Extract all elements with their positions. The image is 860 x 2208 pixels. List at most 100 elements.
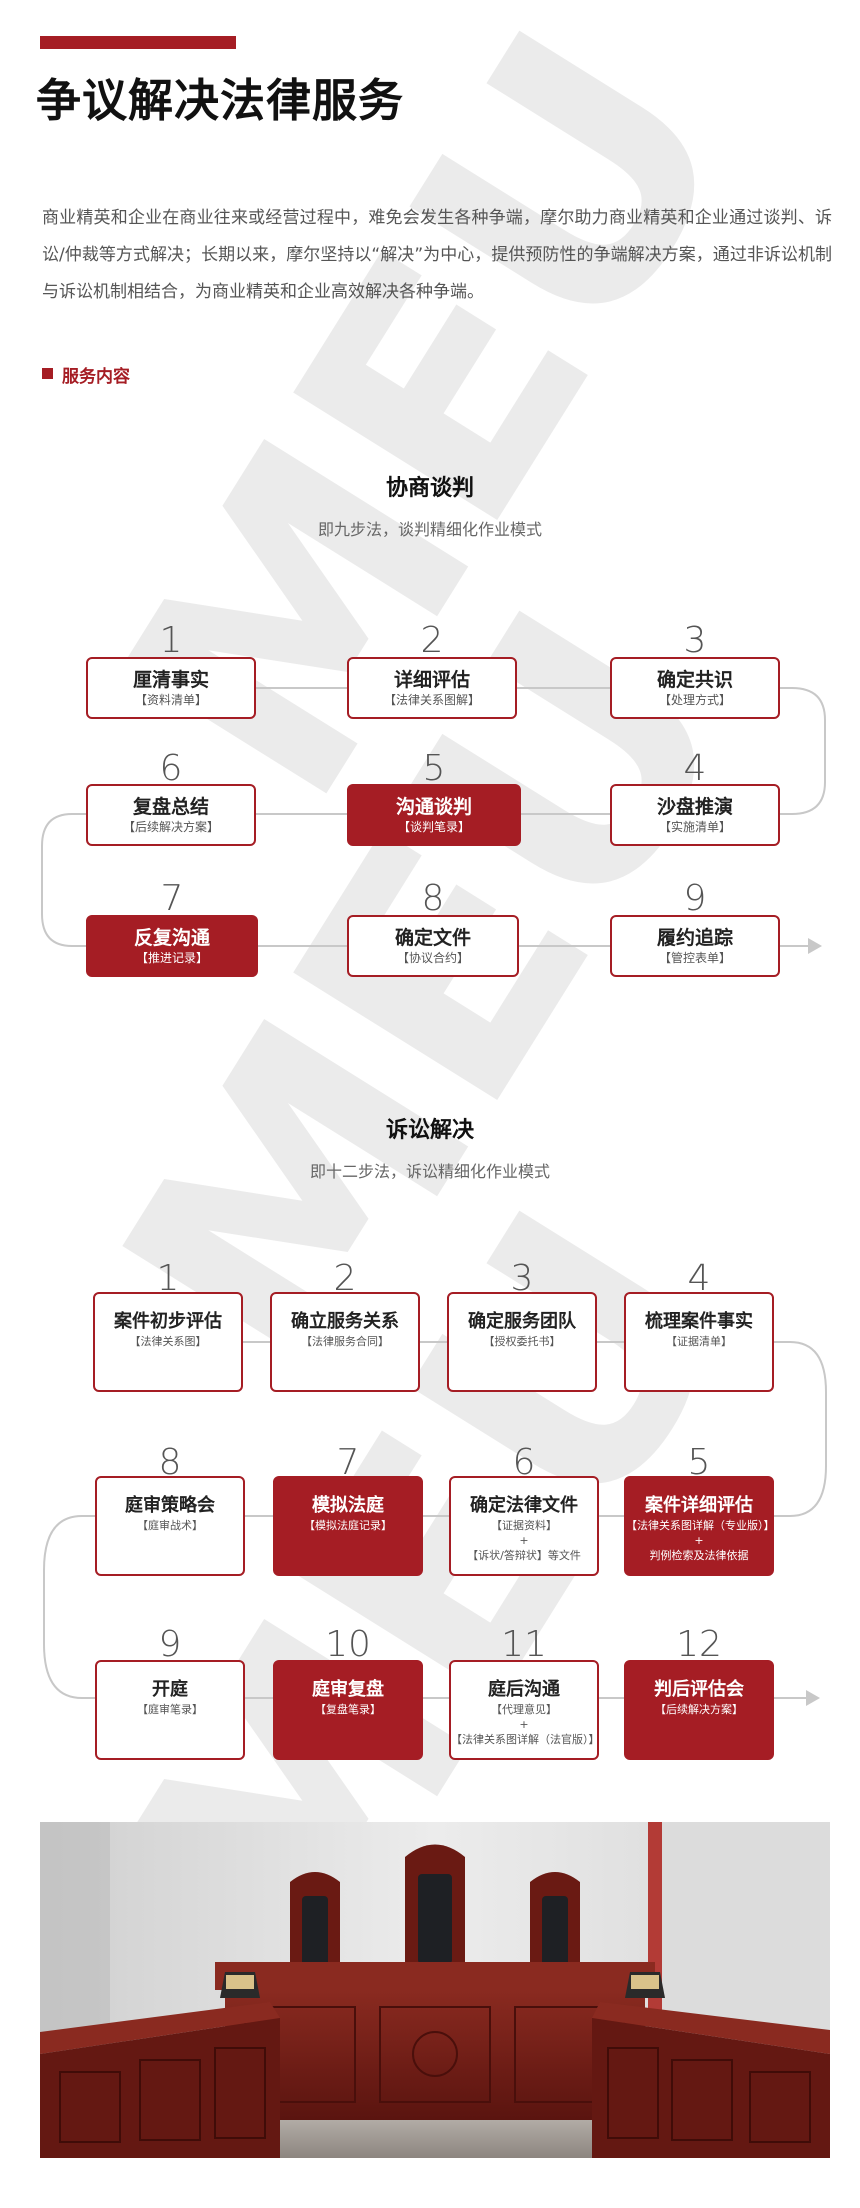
lit-step-title: 确立服务关系	[291, 1311, 399, 1332]
page-title: 争议解决法律服务	[36, 74, 405, 127]
neg-step-number: 3	[683, 620, 707, 661]
litigation-connectors	[43, 1341, 827, 1706]
right-desk-front	[592, 2018, 830, 2158]
lit-curve-8-9	[43, 1515, 95, 1699]
lit-step-sub: 【法律关系图详解（专业版）】	[626, 1519, 775, 1532]
neg-step-sub: 【管控表单】	[658, 951, 731, 965]
neg-step-card: 复盘总结 【后续解决方案】	[86, 784, 256, 846]
neg-step-sub: 【资料清单】	[134, 693, 207, 707]
lit-step-number: 3	[510, 1258, 534, 1299]
lit-step-sub: 【庭审笔录】	[137, 1703, 203, 1716]
judge-chairs	[290, 1844, 580, 1972]
negotiation-connectors	[41, 687, 826, 954]
lit-step-title: 确定法律文件	[470, 1495, 578, 1516]
courtroom-illustration	[40, 1822, 830, 2158]
neg-step-card: 厘清事实 【资料清单】	[86, 657, 256, 719]
lit-step-card: 开庭 【庭审笔录】	[95, 1660, 245, 1760]
lit-step-sub: 【法律关系图】	[129, 1335, 207, 1348]
neg-step-card: 确定文件 【协议合约】	[347, 915, 519, 977]
lit-step-sub: 【证据资料】	[491, 1519, 557, 1532]
lit-step-sub: 【诉状/答辩状】等文件	[467, 1549, 581, 1562]
neg-step-sub: 【推进记录】	[135, 951, 208, 965]
litigation-title: 诉讼解决	[385, 1118, 474, 1143]
lit-arrow-head	[806, 1690, 820, 1706]
neg-step-card: 履约追踪 【管控表单】	[610, 915, 780, 977]
lit-step-sub: 【授权委托书】	[483, 1335, 561, 1348]
right-desk-top	[592, 2002, 830, 2054]
neg-step-title: 确定共识	[656, 669, 733, 691]
lit-step-title: 案件初步评估	[114, 1311, 222, 1332]
service-marker-square	[42, 368, 53, 379]
neg-step-title: 确定文件	[394, 927, 471, 949]
negotiation-title: 协商谈判	[385, 476, 474, 501]
neg-step-title: 复盘总结	[132, 796, 209, 818]
lit-step-title: 梳理案件事实	[645, 1311, 753, 1332]
lit-step-title: 模拟法庭	[312, 1495, 384, 1516]
neg-step-title: 厘清事实	[132, 669, 209, 691]
left-desk-front	[40, 2018, 280, 2158]
lit-step-number: 2	[333, 1258, 357, 1299]
intro-paragraph: 商业精英和企业在商业往来或经营过程中，难免会发生各种争端，摩尔助力商业精英和企业…	[42, 208, 832, 302]
lit-step-card-highlight: 庭审复盘 【复盘笔录】	[273, 1660, 423, 1760]
lit-step-title: 庭审复盘	[312, 1679, 384, 1700]
neg-step-card: 沙盘推演 【实施清单】	[610, 784, 780, 846]
neg-step-title: 详细评估	[393, 669, 470, 691]
lit-step-sub: 判例检索及法律依据	[649, 1549, 749, 1562]
neg-step-sub: 【协议合约】	[396, 951, 469, 965]
lit-step-card: 确定服务团队 【授权委托书】	[447, 1292, 597, 1392]
left-desk-top	[40, 2002, 280, 2054]
neg-step-sub: 【法律关系图解】	[383, 693, 480, 707]
neg-step-sub: 【处理方式】	[658, 693, 731, 707]
neg-step-title: 反复沟通	[133, 927, 210, 949]
lit-step-card-highlight: 判后评估会 【后续解决方案】	[624, 1660, 774, 1760]
lit-step-title: 案件详细评估	[645, 1495, 753, 1516]
lit-step-sub-plus: +	[519, 1718, 529, 1731]
lit-step-number: 12	[676, 1624, 722, 1665]
lit-step-number: 5	[687, 1442, 711, 1483]
neg-curve-6-7	[41, 813, 86, 947]
litigation-subtitle: 即十二步法，诉讼精细化作业模式	[309, 1162, 550, 1181]
lit-step-card: 庭后沟通 【代理意见】 + 【法律关系图详解（法官版）】	[449, 1660, 600, 1760]
neg-step-title: 沟通谈判	[395, 796, 472, 818]
title-accent-bar	[40, 36, 236, 49]
lit-step-sub: 【复盘笔录】	[315, 1703, 381, 1716]
lit-curve-4-5	[774, 1341, 827, 1517]
lit-step-number: 7	[336, 1442, 360, 1483]
neg-curve-3-4	[780, 687, 826, 815]
neg-step-number: 2	[420, 620, 444, 661]
lit-step-sub: 【法律服务合同】	[301, 1335, 389, 1348]
lit-step-title: 判后评估会	[654, 1679, 744, 1700]
lit-step-title: 庭审策略会	[125, 1495, 215, 1516]
bench-emblem	[412, 2031, 458, 2077]
lit-step-sub: 【庭审战术】	[137, 1519, 203, 1532]
lit-step-sub: 【证据清单】	[666, 1335, 732, 1348]
lit-step-sub-plus: +	[694, 1534, 704, 1547]
neg-step-card-highlight: 沟通谈判 【谈判笔录】	[347, 784, 521, 846]
lit-step-number: 8	[158, 1442, 182, 1483]
lit-step-number: 4	[687, 1258, 711, 1299]
lit-step-number: 11	[501, 1624, 547, 1665]
bench-front	[225, 1990, 645, 2120]
negotiation-subtitle: 即九步法，谈判精细化作业模式	[317, 520, 542, 539]
neg-step-number: 9	[683, 878, 707, 919]
lit-step-sub: 【代理意见】	[491, 1703, 557, 1716]
lit-step-card: 庭审策略会 【庭审战术】	[95, 1476, 245, 1576]
lit-step-card-highlight: 模拟法庭 【模拟法庭记录】	[273, 1476, 423, 1576]
neg-arrow-head	[808, 938, 822, 954]
neg-step-sub: 【实施清单】	[658, 820, 731, 834]
lit-step-card: 确立服务关系 【法律服务合同】	[270, 1292, 420, 1392]
lit-step-sub: 【后续解决方案】	[655, 1703, 743, 1716]
neg-step-title: 履约追踪	[656, 927, 733, 949]
neg-step-card: 确定共识 【处理方式】	[610, 657, 780, 719]
neg-step-number: 7	[160, 878, 184, 919]
lit-step-title: 开庭	[152, 1679, 188, 1700]
neg-step-number: 4	[683, 748, 707, 789]
lit-step-sub-plus: +	[519, 1534, 529, 1547]
lit-step-number: 10	[325, 1624, 371, 1665]
lit-step-number: 6	[512, 1442, 536, 1483]
lit-step-number: 9	[158, 1624, 182, 1665]
neg-step-number: 8	[421, 878, 445, 919]
lit-step-card: 案件初步评估 【法律关系图】	[93, 1292, 243, 1392]
